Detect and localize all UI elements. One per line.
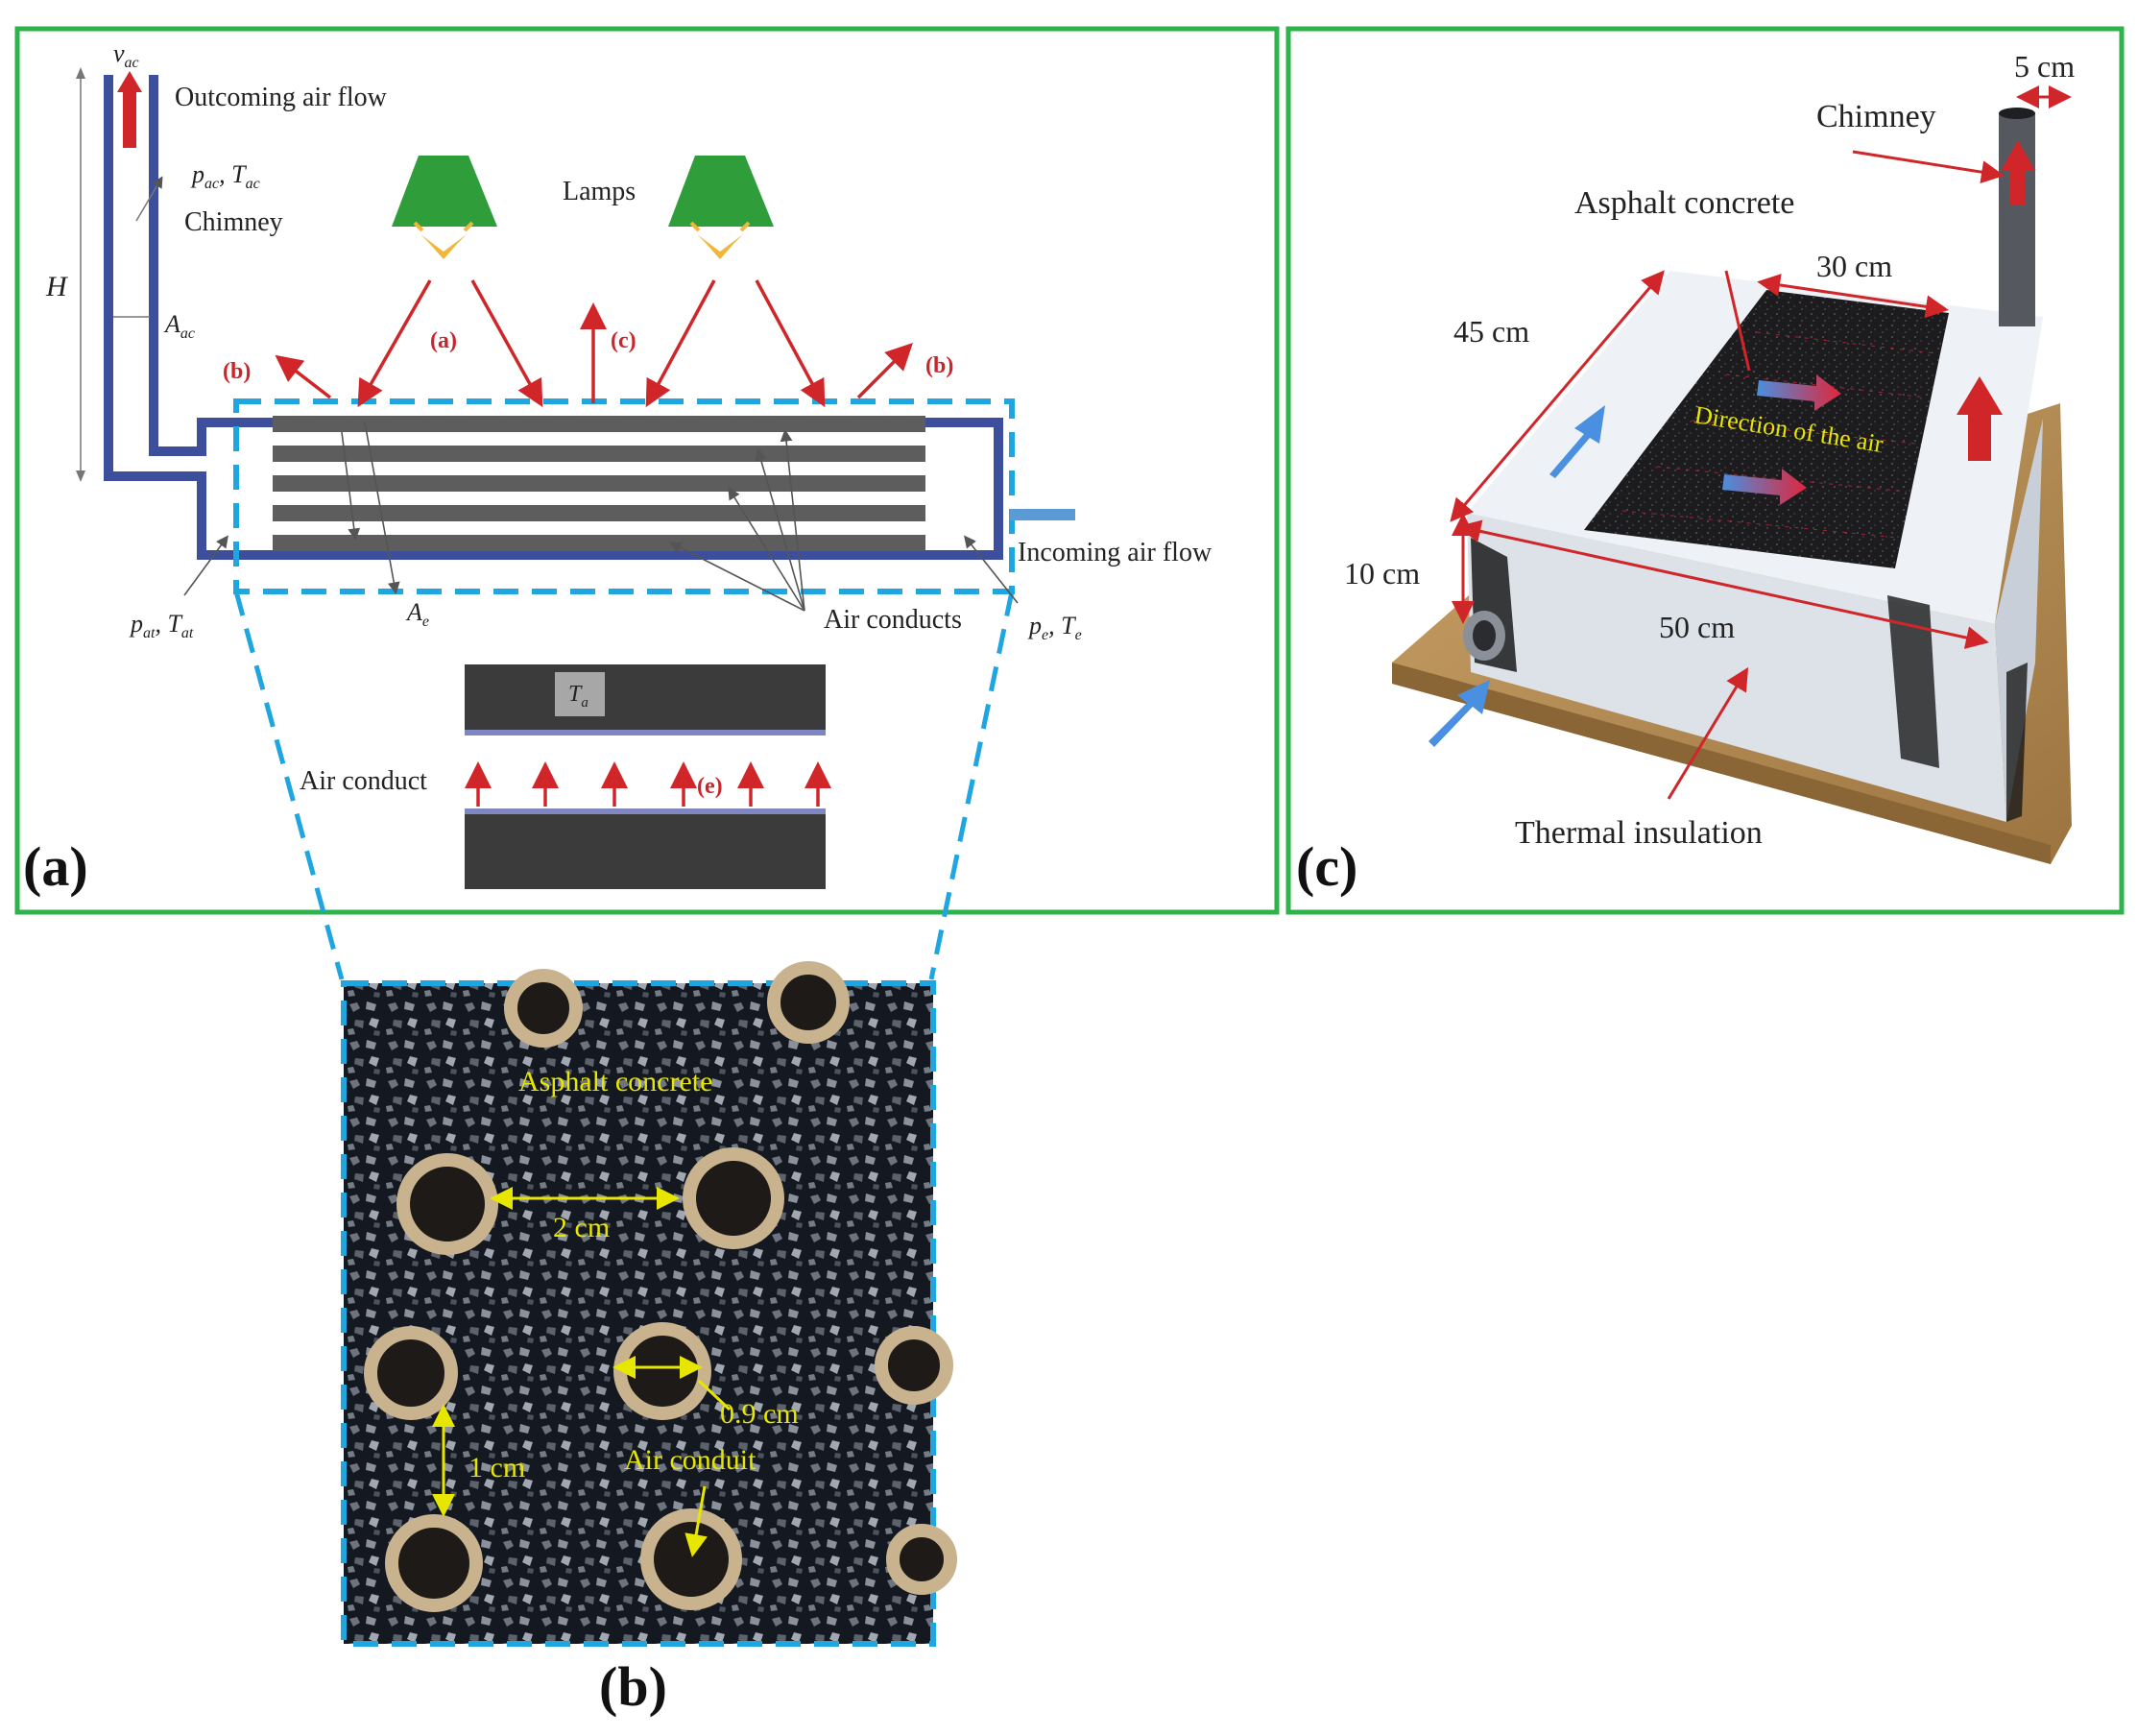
zoom-line-right (928, 591, 1015, 980)
air-conduct-bars (273, 416, 925, 551)
panel-c: 5 cm Chimney Asphalt concrete 30 cm 45 c… (1285, 26, 2125, 915)
label-pe-te: pe, Te (1027, 612, 1082, 643)
ta-box (555, 672, 605, 716)
duct-right-top (925, 418, 1003, 499)
label-arrow-b-left: (b) (223, 359, 251, 384)
label-arrow-c: (c) (611, 328, 636, 353)
lamp-left (392, 156, 497, 259)
panel-a-frame (14, 26, 1280, 915)
zoom-box (233, 398, 1015, 594)
label-air-conduit: Air conduit (624, 1444, 756, 1476)
panel-b: Asphalt concrete 2 cm 0.9 cm 1 cm Air co… (341, 961, 957, 1718)
label-a-e: Ae (405, 598, 429, 630)
panel-b-letter: (b) (599, 1655, 667, 1718)
label-a-ac: Aac (163, 310, 195, 342)
lamp-right (668, 156, 774, 259)
label-lamps: Lamps (563, 177, 636, 206)
label-chimney-c: Chimney (1816, 99, 1936, 134)
red-arrow-right (1957, 376, 2003, 461)
chimney-duct-inner (149, 75, 273, 456)
panel-c-letter: (c) (1296, 835, 1357, 898)
label-asphalt-c: Asphalt concrete (1574, 185, 1794, 221)
label-arrow-a: (a) (430, 328, 457, 353)
panel-a-letter: (a) (23, 835, 88, 898)
label-air-conduct: Air conduct (300, 766, 427, 796)
panel-a: vac Outcoming air flow pac, Tac Chimney … (14, 26, 1280, 980)
label-arrow-e: (e) (697, 774, 723, 799)
flow-arrow-1 (1757, 374, 1841, 411)
label-2cm: 2 cm (553, 1212, 610, 1243)
leader-lines (183, 422, 1019, 612)
asphalt-top (1584, 290, 1949, 568)
blue-arrow-inlet (1429, 680, 1490, 747)
zoom-line-left (233, 591, 345, 980)
radiation-arrows (275, 279, 913, 408)
label-h: H (45, 271, 69, 302)
label-5cm: 5 cm (2014, 49, 2075, 84)
conduct-detail (465, 664, 831, 889)
label-v-ac: vac (113, 39, 139, 71)
label-09cm: 0.9 cm (720, 1398, 799, 1430)
label-insulation: Thermal insulation (1515, 815, 1763, 851)
panel-b-frame (341, 980, 936, 1647)
label-asphalt-b: Asphalt concrete (518, 1066, 712, 1097)
flow-arrow-2 (1722, 469, 1807, 505)
red-arrow-chimney (2001, 140, 2035, 205)
label-t-a: Ta (568, 682, 588, 711)
label-outcoming: Outcoming air flow (175, 83, 388, 112)
label-30cm: 30 cm (1816, 249, 1892, 283)
label-pac-tac: pac, Tac (190, 160, 260, 192)
label-pat-tat: pat, Tat (129, 610, 194, 641)
label-chimney-a: Chimney (184, 207, 283, 237)
red-dash-lines (1621, 331, 1936, 539)
label-incoming: Incoming air flow (1018, 538, 1213, 567)
dimension-lines-b (432, 1187, 732, 1557)
panel-c-frame (1285, 26, 2125, 915)
label-50cm: 50 cm (1659, 610, 1735, 644)
label-1cm: 1 cm (468, 1452, 525, 1483)
label-arrow-b-right: (b) (925, 353, 953, 378)
label-10cm: 10 cm (1344, 556, 1420, 591)
label-45cm: 45 cm (1453, 314, 1529, 349)
label-air-conducts: Air conducts (824, 605, 962, 635)
dimension-lines-c (1450, 85, 2072, 800)
outcoming-arrow (123, 88, 136, 148)
